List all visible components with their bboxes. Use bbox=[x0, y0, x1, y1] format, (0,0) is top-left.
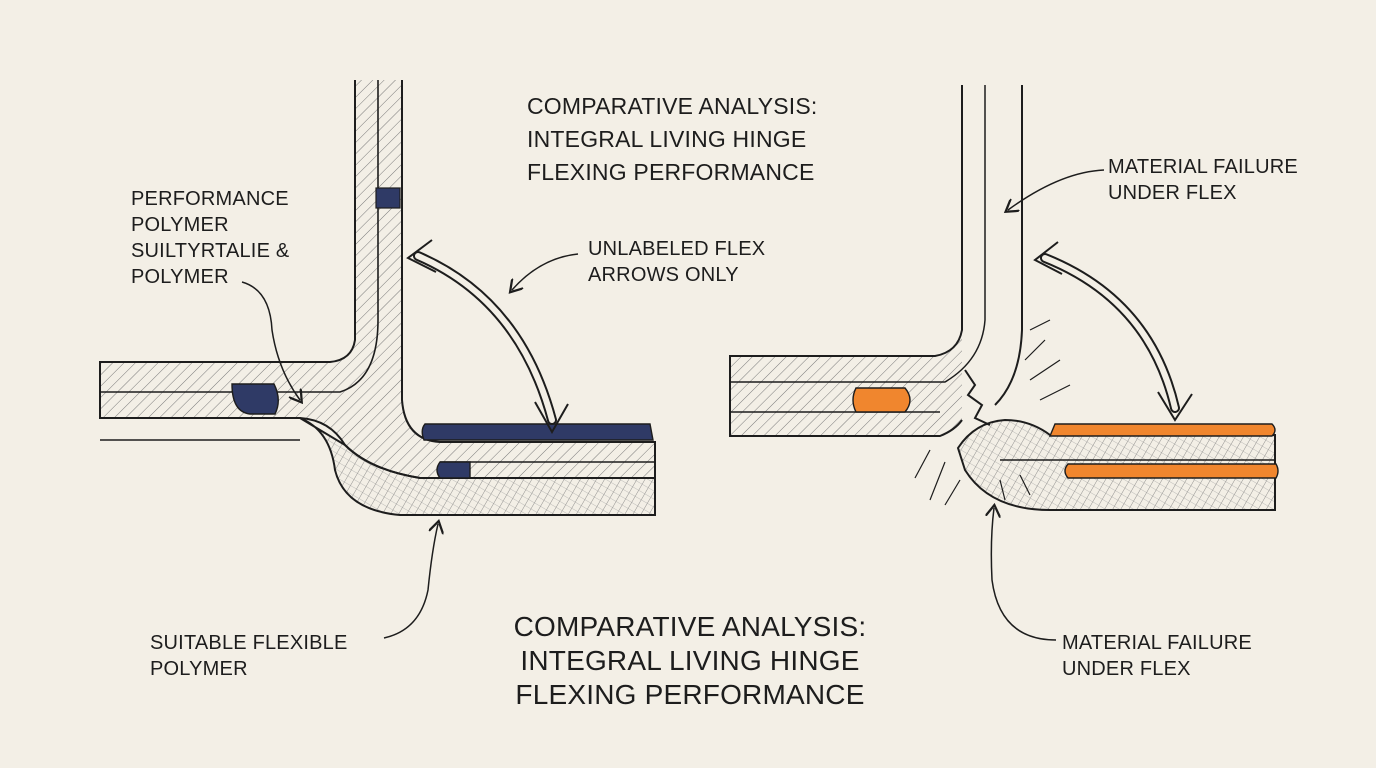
right-flex-arrow-head-bottom bbox=[1157, 391, 1193, 422]
left-insert-right bbox=[421, 423, 654, 441]
left-hinge bbox=[99, 80, 656, 516]
label-flex-arrows-line-1: UNLABELED FLEX bbox=[588, 238, 766, 260]
title-top-line-1: COMPARATIVE ANALYSIS: bbox=[527, 93, 818, 119]
right-insert-lower bbox=[1064, 463, 1279, 479]
label-suitable-flexible: SUITABLE FLEXIBLE POLYMER bbox=[150, 630, 348, 682]
label-flexible-line-1: SUITABLE FLEXIBLE bbox=[150, 632, 348, 654]
right-flex-arrow bbox=[1040, 253, 1180, 413]
label-polymer-line-3: SUILTYRTALIE & bbox=[131, 240, 290, 262]
title-bottom-line-3: FLEXING PERFORMANCE bbox=[515, 679, 865, 710]
label-polymer-line-4: POLYMER bbox=[131, 266, 229, 288]
crack-main bbox=[964, 369, 991, 426]
label-polymer-line-2: POLYMER bbox=[131, 214, 229, 236]
label-polymer-line-1: PERFORMANCE bbox=[131, 188, 289, 210]
right-hinge bbox=[729, 85, 1279, 511]
label-flex-arrows-line-2: ARROWS ONLY bbox=[588, 264, 739, 286]
label-material-failure-top: MATERIAL FAILURE UNDER FLEX bbox=[1108, 154, 1298, 206]
title-bottom: COMPARATIVE ANALYSIS: INTEGRAL LIVING HI… bbox=[505, 610, 875, 712]
leader-failure-bottom bbox=[991, 508, 1057, 641]
leader-flex-arrows bbox=[512, 253, 579, 290]
label-failure-bottom-line-2: UNDER FLEX bbox=[1062, 658, 1191, 680]
leader-polymer bbox=[241, 281, 300, 400]
left-inner-channel bbox=[100, 80, 379, 393]
title-bottom-line-2: INTEGRAL LIVING HINGE bbox=[520, 645, 860, 676]
left-flex-arrow-head-bottom bbox=[534, 401, 569, 435]
label-flexible-line-2: POLYMER bbox=[150, 658, 248, 680]
right-insert-left bbox=[852, 387, 911, 413]
label-material-failure-bottom: MATERIAL FAILURE UNDER FLEX bbox=[1062, 630, 1252, 682]
label-performance-polymer: PERFORMANCE POLYMER SUILTYRTALIE & POLYM… bbox=[131, 186, 289, 290]
left-flex-arrow bbox=[413, 251, 557, 425]
left-flex-zone bbox=[299, 417, 656, 516]
right-vertical-wall bbox=[729, 85, 963, 437]
left-insert-top bbox=[375, 187, 401, 209]
title-top-line-3: FLEXING PERFORMANCE bbox=[527, 159, 815, 185]
right-insert-top bbox=[1048, 423, 1276, 437]
right-inner-channel bbox=[730, 85, 986, 383]
label-flex-arrows: UNLABELED FLEX ARROWS ONLY bbox=[588, 236, 765, 288]
left-insert-left bbox=[231, 383, 279, 415]
right-vertical-wall-inner bbox=[994, 85, 1023, 406]
title-top: COMPARATIVE ANALYSIS: INTEGRAL LIVING HI… bbox=[527, 90, 818, 189]
leader-failure-top bbox=[1008, 169, 1105, 210]
crack-lines bbox=[914, 319, 1071, 506]
title-bottom-line-1: COMPARATIVE ANALYSIS: bbox=[513, 611, 867, 642]
left-insert-small bbox=[436, 461, 471, 479]
leader-flexible bbox=[383, 524, 438, 639]
left-flex-arrow-head-top bbox=[406, 239, 437, 273]
right-flex-arrow-head-top bbox=[1033, 241, 1063, 275]
label-failure-top-line-1: MATERIAL FAILURE bbox=[1108, 156, 1298, 178]
title-top-line-2: INTEGRAL LIVING HINGE bbox=[527, 126, 807, 152]
label-failure-bottom-line-1: MATERIAL FAILURE bbox=[1062, 632, 1252, 654]
label-failure-top-line-2: UNDER FLEX bbox=[1108, 182, 1237, 204]
